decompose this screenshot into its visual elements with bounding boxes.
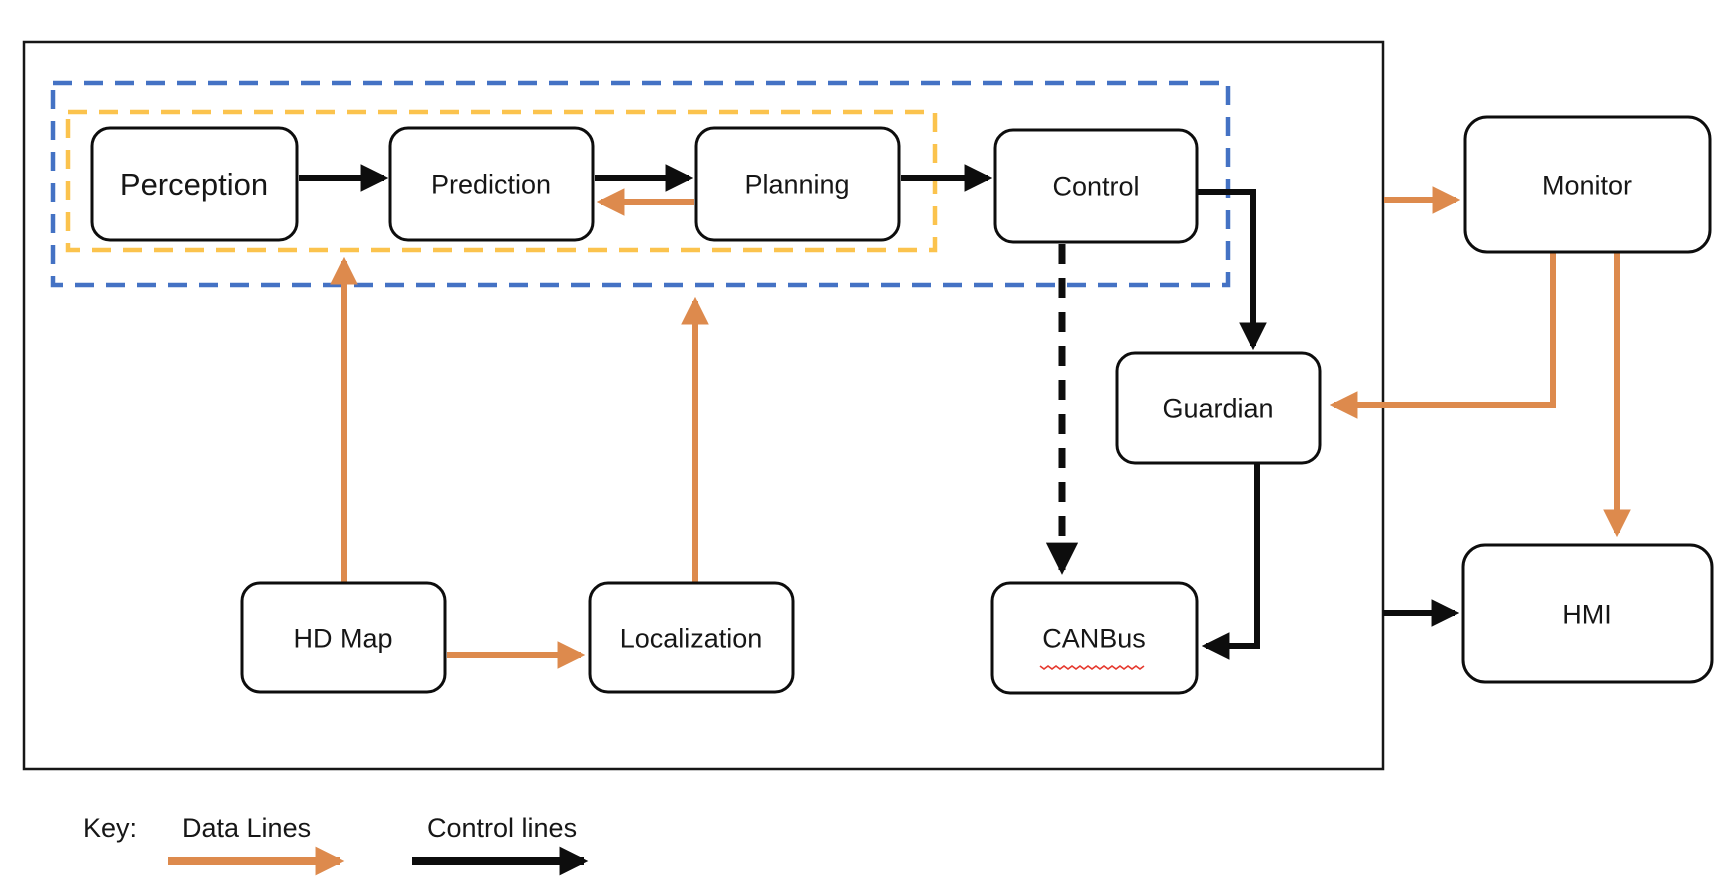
node-perception: Perception — [90, 126, 299, 242]
prediction-box — [388, 126, 595, 242]
node-guardian: Guardian — [1115, 351, 1322, 465]
planning-label: Planning — [744, 169, 849, 199]
hmi-box — [1461, 543, 1714, 684]
localization-box — [588, 581, 795, 694]
planning-box — [694, 126, 901, 242]
blue-dashed-group — [50, 80, 1231, 288]
guardian-label: Guardian — [1162, 393, 1273, 423]
control-box — [993, 128, 1199, 244]
canbus-spellcheck-squiggle — [1039, 665, 1145, 670]
monitor-label: Monitor — [1542, 170, 1632, 200]
legend-data-lines-label: Data Lines — [182, 813, 311, 843]
edge-monitor-to-guardian — [1329, 253, 1556, 419]
perception-box — [90, 126, 299, 242]
localization-label: Localization — [620, 623, 763, 653]
prediction-label: Prediction — [431, 169, 551, 199]
hmi-label: HMI — [1562, 599, 1612, 629]
node-canbus: CANBus — [990, 581, 1199, 695]
node-hmi: HMI — [1461, 543, 1714, 684]
canbus-label: CANBus — [1042, 623, 1146, 653]
node-localization: Localization — [588, 581, 795, 694]
hd-map-box — [240, 581, 447, 694]
perception-label: Perception — [120, 167, 268, 202]
canbus-box — [990, 581, 1199, 695]
node-hd-map: HD Map — [240, 581, 447, 694]
edge-guardian-to-canbus — [1201, 463, 1260, 660]
edge-control-to-guardian — [1197, 189, 1267, 351]
legend: Key: Data Lines Control lines — [83, 813, 589, 876]
node-control: Control — [993, 128, 1199, 244]
legend-control-lines-label: Control lines — [427, 813, 577, 843]
legend-title: Key: — [83, 813, 137, 843]
guardian-box — [1115, 351, 1322, 465]
control-label: Control — [1052, 171, 1139, 201]
node-prediction: Prediction — [388, 126, 595, 242]
node-planning: Planning — [694, 126, 901, 242]
hd-map-label: HD Map — [293, 623, 392, 653]
monitor-box — [1463, 115, 1712, 254]
node-monitor: Monitor — [1463, 115, 1712, 254]
